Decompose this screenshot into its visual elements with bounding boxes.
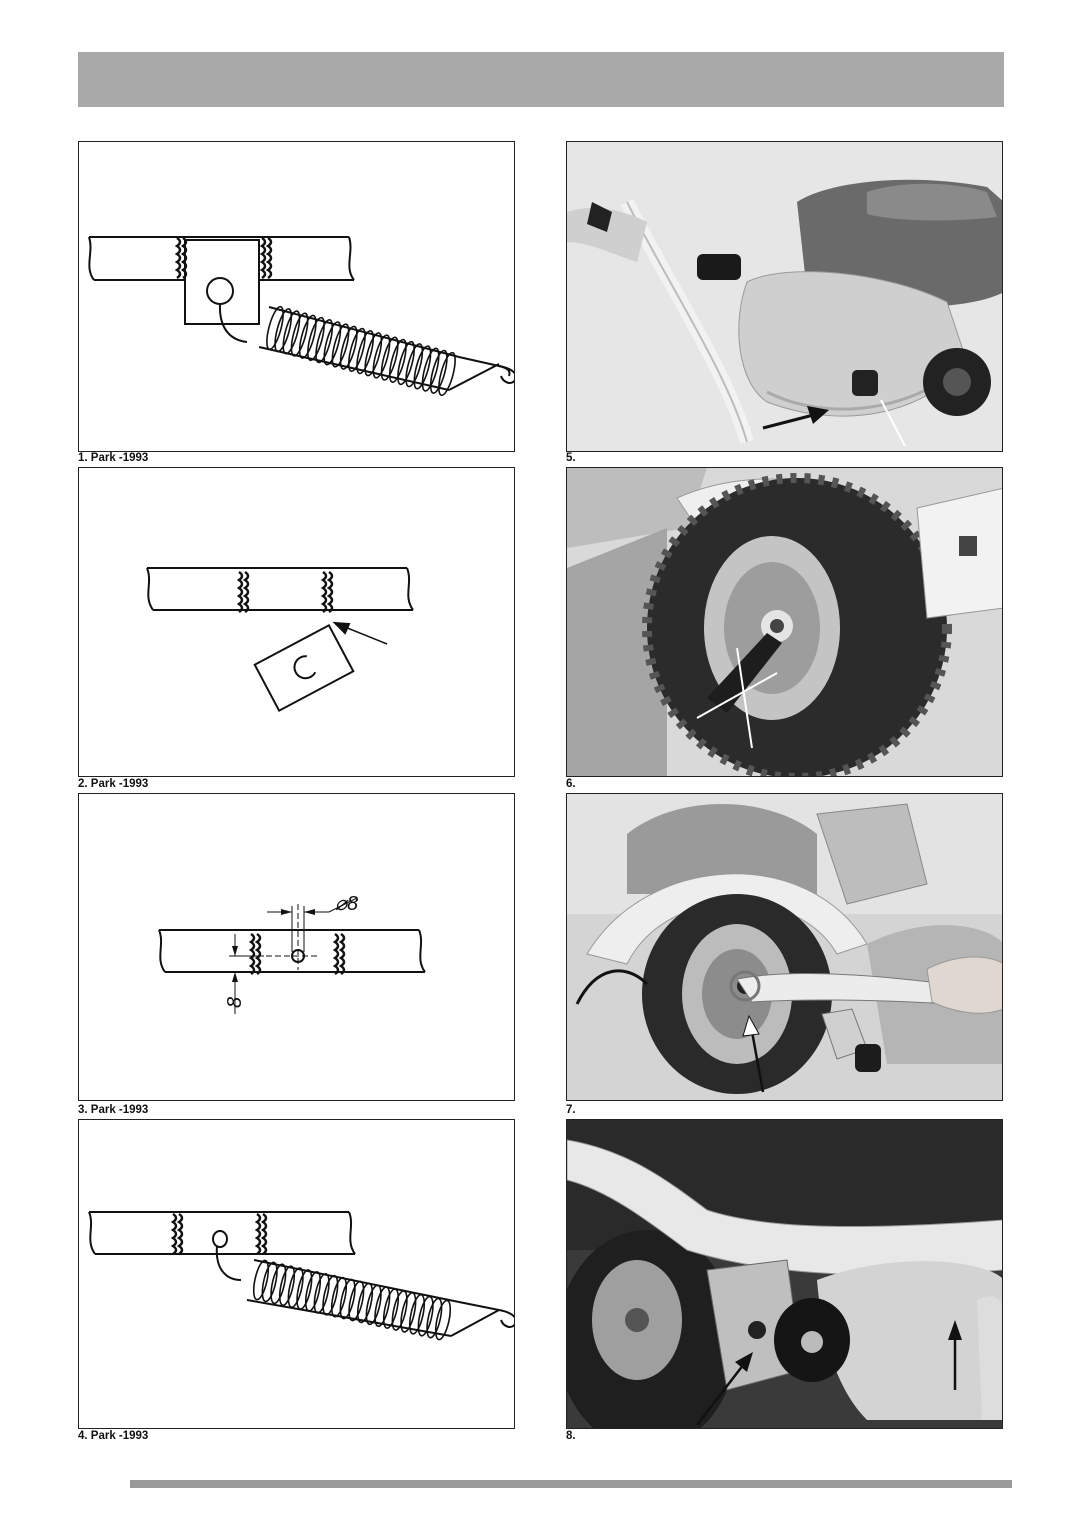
figure-5-photo (566, 141, 1003, 452)
figure-7-illustration (567, 794, 1002, 1100)
figure-4-drawing (78, 1119, 515, 1429)
figure-6-caption: 6. (566, 778, 576, 790)
figure-4-illustration (88, 1211, 514, 1341)
figure-3-drawing: ⌀8 8 (78, 793, 515, 1101)
figure-1-illustration (88, 236, 514, 397)
figure-6-photo (566, 467, 1003, 777)
figure-5-illustration (567, 142, 1002, 451)
figure-7-photo (566, 793, 1003, 1101)
figure-4-caption: 4. Park -1993 (78, 1430, 149, 1442)
figure-7-caption: 7. (566, 1104, 576, 1116)
figure-3-caption: 3. Park -1993 (78, 1104, 149, 1116)
diameter-label: ⌀8 (335, 893, 358, 915)
figure-2-caption: 2. Park -1993 (78, 778, 149, 790)
figure-6-illustration (567, 468, 1002, 776)
figure-1-drawing (78, 141, 515, 452)
figure-1-caption: 1. Park -1993 (78, 452, 149, 464)
figure-2-drawing (78, 467, 515, 777)
figure-3-illustration: ⌀8 8 (158, 893, 426, 1014)
footer-bar (130, 1480, 1012, 1488)
figure-2-illustration (146, 567, 414, 713)
distance-label: 8 (224, 997, 246, 1008)
figure-5-caption: 5. (566, 452, 576, 464)
figure-8-photo (566, 1119, 1003, 1429)
header-bar (78, 52, 1004, 107)
figure-8-caption: 8. (566, 1430, 576, 1442)
figure-8-illustration (567, 1120, 1002, 1428)
